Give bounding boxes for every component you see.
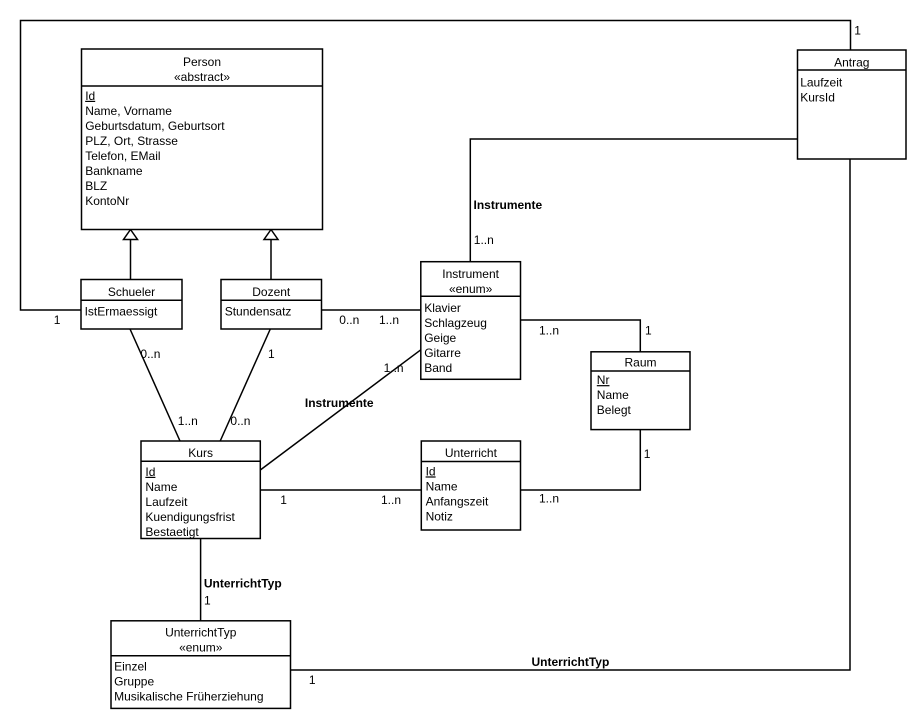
svg-text:Name: Name xyxy=(145,480,177,494)
svg-text:«enum»: «enum» xyxy=(179,640,223,654)
svg-text:Id: Id xyxy=(85,89,95,103)
svg-text:Band: Band xyxy=(424,361,452,375)
svg-text:Name: Name xyxy=(426,479,458,493)
svg-text:Raum: Raum xyxy=(624,355,656,369)
svg-text:UnterrichtTyp: UnterrichtTyp xyxy=(165,625,237,639)
svg-text:Gitarre: Gitarre xyxy=(424,346,461,360)
svg-text:Bankname: Bankname xyxy=(85,164,143,178)
svg-text:Kuendigungsfrist: Kuendigungsfrist xyxy=(145,510,235,524)
svg-text:Antrag: Antrag xyxy=(834,56,869,70)
svg-text:UnterrichtTyp: UnterrichtTyp xyxy=(204,577,282,591)
svg-text:KontoNr: KontoNr xyxy=(85,194,129,208)
svg-text:1: 1 xyxy=(644,447,651,461)
svg-text:Telefon, EMail: Telefon, EMail xyxy=(85,149,160,163)
svg-text:Geige: Geige xyxy=(424,331,456,345)
svg-text:0..n: 0..n xyxy=(230,414,250,428)
svg-text:Dozent: Dozent xyxy=(252,285,291,299)
svg-text:Anfangszeit: Anfangszeit xyxy=(426,494,489,508)
svg-text:Einzel: Einzel xyxy=(114,659,147,673)
svg-text:0..n: 0..n xyxy=(339,313,359,327)
svg-text:1..n: 1..n xyxy=(539,491,559,505)
svg-text:1..n: 1..n xyxy=(379,313,399,327)
svg-text:«abstract»: «abstract» xyxy=(174,70,230,84)
svg-text:Id: Id xyxy=(145,465,155,479)
svg-text:«enum»: «enum» xyxy=(449,282,493,296)
svg-text:1: 1 xyxy=(854,24,861,38)
svg-text:1..n: 1..n xyxy=(384,361,404,375)
svg-text:KursId: KursId xyxy=(800,91,835,105)
svg-text:1: 1 xyxy=(280,493,287,507)
svg-text:Musikalische Früherziehung: Musikalische Früherziehung xyxy=(114,689,263,703)
svg-text:Id: Id xyxy=(426,464,436,478)
svg-text:Notiz: Notiz xyxy=(426,509,453,523)
svg-text:BLZ: BLZ xyxy=(85,179,107,193)
svg-text:Person: Person xyxy=(183,55,221,69)
svg-text:IstErmaessigt: IstErmaessigt xyxy=(85,305,158,319)
svg-text:Schlagzeug: Schlagzeug xyxy=(424,316,487,330)
svg-text:1: 1 xyxy=(645,323,652,337)
svg-text:Stundensatz: Stundensatz xyxy=(225,305,292,319)
svg-text:1: 1 xyxy=(54,313,61,327)
svg-text:Laufzeit: Laufzeit xyxy=(800,76,843,90)
svg-text:Instrumente: Instrumente xyxy=(305,396,374,410)
svg-text:Unterricht: Unterricht xyxy=(445,446,498,460)
svg-text:Nr: Nr xyxy=(597,373,610,387)
svg-text:Gruppe: Gruppe xyxy=(114,674,154,688)
svg-text:PLZ, Ort, Strasse: PLZ, Ort, Strasse xyxy=(85,134,178,148)
svg-text:Belegt: Belegt xyxy=(597,403,632,417)
svg-text:Name: Name xyxy=(597,388,629,402)
svg-text:1..n: 1..n xyxy=(474,233,494,247)
svg-text:Bestaetigt: Bestaetigt xyxy=(145,525,199,539)
svg-text:Name, Vorname: Name, Vorname xyxy=(85,104,172,118)
svg-text:Schueler: Schueler xyxy=(108,285,155,299)
svg-text:1: 1 xyxy=(268,347,275,361)
svg-text:0..n: 0..n xyxy=(140,347,160,361)
svg-text:Kurs: Kurs xyxy=(188,446,213,460)
svg-text:1: 1 xyxy=(309,673,316,687)
svg-text:Instrument: Instrument xyxy=(442,267,499,281)
svg-text:Instrumente: Instrumente xyxy=(474,198,543,212)
svg-text:1..n: 1..n xyxy=(539,323,559,337)
svg-text:Geburtsdatum, Geburtsort: Geburtsdatum, Geburtsort xyxy=(85,119,225,133)
svg-text:Klavier: Klavier xyxy=(424,301,461,315)
svg-text:1..n: 1..n xyxy=(178,414,198,428)
svg-text:UnterrichtTyp: UnterrichtTyp xyxy=(532,655,610,669)
svg-text:Laufzeit: Laufzeit xyxy=(145,495,188,509)
svg-text:1..n: 1..n xyxy=(381,493,401,507)
svg-text:1: 1 xyxy=(204,594,211,608)
